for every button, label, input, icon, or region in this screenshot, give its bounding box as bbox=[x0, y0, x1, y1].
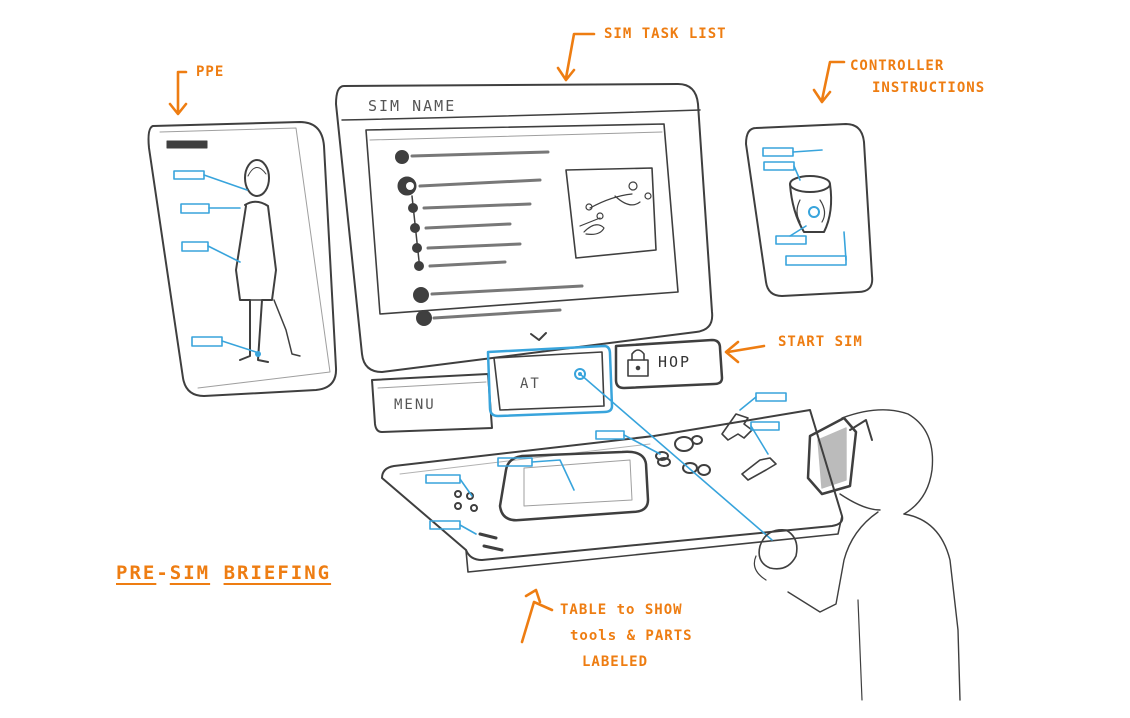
vr-user-figure bbox=[753, 409, 961, 701]
controller-instructions-annotation-line2: INSTRUCTIONS bbox=[872, 80, 986, 96]
arrow-icon bbox=[520, 588, 554, 644]
sim-task-list-annotation: SIM TASK LIST bbox=[604, 26, 727, 42]
at-button[interactable] bbox=[486, 344, 614, 418]
ppe-annotation: PPE bbox=[196, 64, 225, 80]
hop-button-label[interactable]: HOP bbox=[658, 353, 692, 371]
title-part-pre: PRE bbox=[116, 562, 157, 584]
table-annotation-line1: TABLE to SHOW bbox=[560, 602, 683, 618]
start-sim-annotation: START SIM bbox=[778, 334, 863, 350]
menu-button-label[interactable]: MENU bbox=[394, 397, 436, 413]
arrow-icon bbox=[556, 32, 596, 82]
title-part-sim: SIM bbox=[169, 562, 211, 584]
ppe-panel bbox=[147, 121, 338, 397]
menu-button[interactable] bbox=[371, 373, 493, 433]
pre-sim-briefing-title: PRE-SIM BRIEFING bbox=[116, 562, 331, 584]
title-part-briefing: BRIEFING bbox=[223, 562, 332, 584]
tools-table bbox=[381, 373, 844, 573]
lock-icon bbox=[627, 349, 649, 377]
sim-name-label: SIM NAME bbox=[368, 97, 457, 115]
chevron-down-icon[interactable] bbox=[530, 332, 547, 341]
arrow-icon bbox=[168, 70, 188, 116]
at-button-label[interactable]: AT bbox=[520, 376, 541, 392]
arrow-icon bbox=[812, 60, 846, 104]
table-annotation-line2: tools & PARTS bbox=[570, 628, 693, 644]
sim-task-list-screen bbox=[335, 83, 714, 373]
arrow-icon bbox=[724, 340, 766, 364]
hop-button[interactable] bbox=[614, 338, 724, 390]
controller-instructions-panel bbox=[745, 123, 874, 297]
table-annotation-line3: LABELED bbox=[582, 654, 649, 670]
title-separator: - bbox=[156, 562, 170, 584]
controller-instructions-annotation-line1: CONTROLLER bbox=[850, 58, 945, 74]
